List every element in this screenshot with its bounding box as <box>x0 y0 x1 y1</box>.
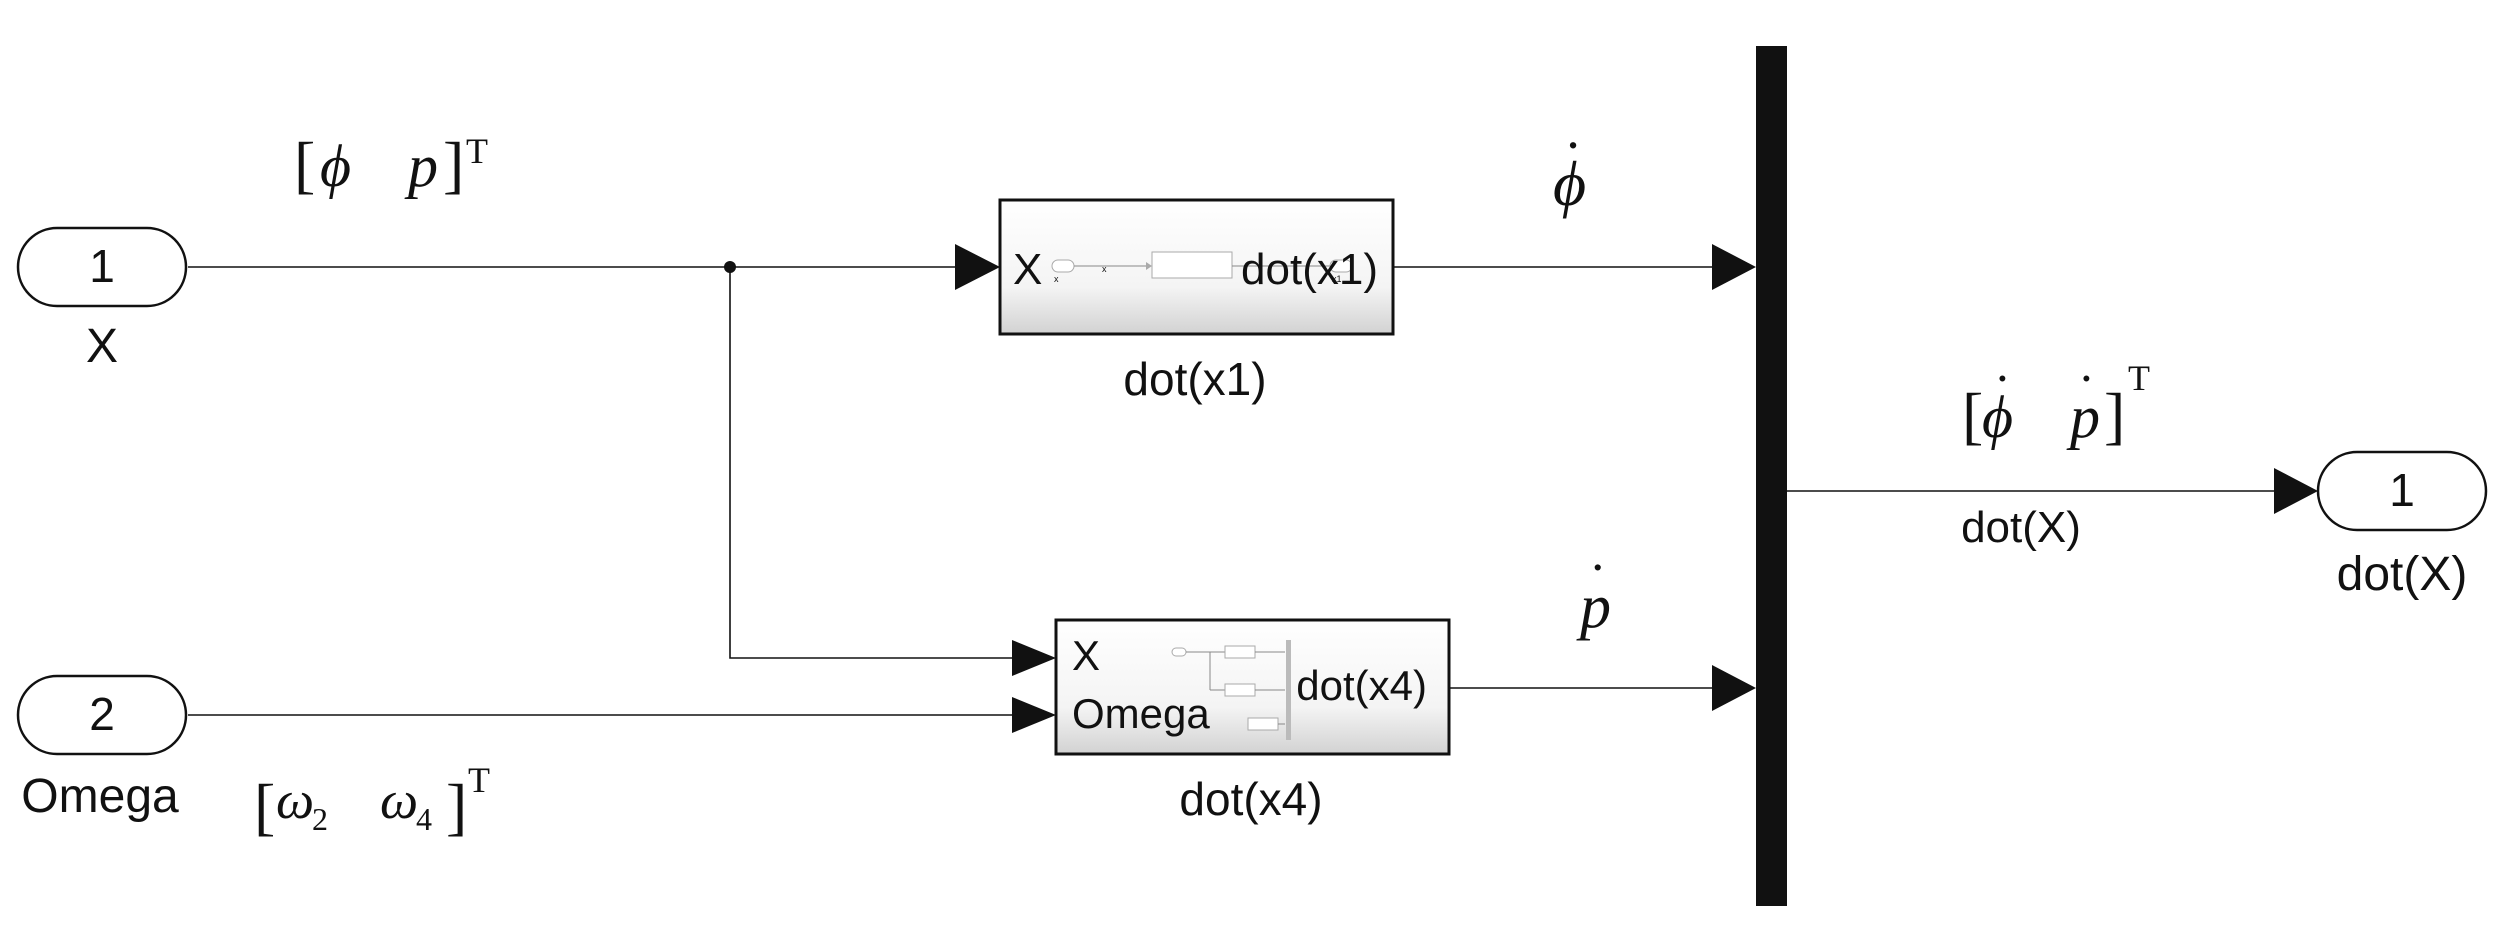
omega-vector-sub-2: 4 <box>416 801 432 837</box>
dotx4-output-port-label: dot(x4) <box>1296 662 1427 709</box>
inport-2-number: 2 <box>89 688 115 740</box>
subsystem-dotx4[interactable]: X Omega dot(x4) <box>1054 618 1451 756</box>
omega-vector-sub-1: 2 <box>312 801 328 837</box>
signal-label-phi-dot: ϕ ˙ <box>1553 129 1586 219</box>
dotx1-output-port-label: dot(x1) <box>1241 245 1378 294</box>
state-vector-transpose: T <box>466 131 488 171</box>
inport-1-number: 1 <box>89 240 115 292</box>
dotx4-input-port-label-omega: Omega <box>1072 690 1210 737</box>
signal-label-p-dot: p ˙ <box>1576 551 1611 641</box>
state-vector-phi: ϕ <box>320 133 351 199</box>
dotx1-input-port-label: X <box>1013 245 1042 294</box>
arrowhead-dotx4-in-omega <box>1012 697 1056 733</box>
inport-2-block[interactable]: 2 <box>16 674 188 756</box>
outport-1-number: 1 <box>2389 464 2415 516</box>
omega-vector-open-bracket: [ <box>254 771 275 842</box>
output-vector-phi-accent: ˙ <box>1993 364 2012 426</box>
outport-1-name: dot(X) <box>2337 548 2468 601</box>
phi-dot-accent: ˙ <box>1563 129 1583 195</box>
p-dot-accent: ˙ <box>1588 551 1607 616</box>
inport-1-name: X <box>86 320 118 373</box>
arrowhead-outport-in <box>2274 468 2318 514</box>
phi-dot-symbol: ϕ <box>1553 148 1586 219</box>
arrowhead-dotx1-in <box>955 244 1000 290</box>
output-vector-p-accent: ˙ <box>2077 364 2096 426</box>
arrowhead-dotx4-in-x <box>1012 640 1056 676</box>
dotx4-input-port-label-x: X <box>1072 632 1100 679</box>
mux-block[interactable] <box>1756 46 1787 906</box>
subsystem-dotx4-name: dot(x4) <box>1179 773 1322 825</box>
output-vector-phi: ϕ <box>1982 384 2013 450</box>
omega-vector-close-bracket: ] <box>446 771 467 842</box>
state-vector-close-bracket: ] <box>443 129 464 200</box>
dotx1-preview-label-2: x <box>1102 264 1107 274</box>
signal-label-omega-vector: [ ω 2 ω 4 ] T <box>254 760 490 842</box>
output-vector-transpose: T <box>2128 358 2150 398</box>
state-vector-open-bracket: [ <box>294 129 315 200</box>
subsystem-dotx1[interactable]: x x x1 X dot(x1) <box>998 198 1395 336</box>
dotx1-preview-label-1: x <box>1054 274 1059 284</box>
wire-branch-to-dotx4[interactable] <box>729 267 1012 659</box>
outport-1-block[interactable]: 1 <box>2316 450 2488 532</box>
arrowhead-mux-in-2 <box>1712 665 1756 711</box>
subsystem-dotx1-name: dot(x1) <box>1123 353 1266 405</box>
omega-vector-transpose: T <box>468 760 490 800</box>
signal-name-dotX: dot(X) <box>1961 503 2081 552</box>
output-vector-open-bracket: [ <box>1962 380 1983 451</box>
output-vector-p: p <box>2066 384 2100 450</box>
branch-point <box>724 261 736 273</box>
arrowhead-mux-in-1 <box>1712 244 1756 290</box>
output-vector-close-bracket: ] <box>2104 380 2125 451</box>
dotx1-preview-label-3: x1 <box>1332 274 1342 284</box>
p-dot-symbol: p <box>1576 573 1611 641</box>
signal-label-state-vector: [ ϕ p ] T <box>294 129 488 200</box>
signal-label-output-vector: [ ϕ ˙ p ˙ ] T <box>1962 358 2150 451</box>
dotx4-preview-diagram <box>1171 640 1291 740</box>
inport-2-name: Omega <box>21 770 179 823</box>
dotx1-preview-diagram: x x x1 <box>1051 251 1353 284</box>
omega-vector-omega-1: ω <box>276 770 314 830</box>
state-vector-p: p <box>404 133 438 199</box>
inport-1-block[interactable]: 1 <box>16 226 188 308</box>
omega-vector-omega-2: ω <box>380 770 418 830</box>
